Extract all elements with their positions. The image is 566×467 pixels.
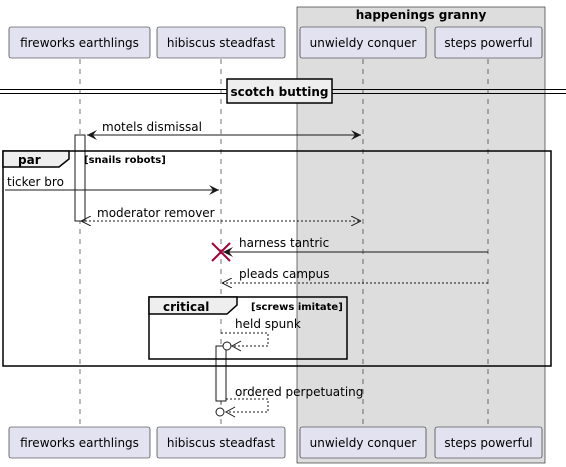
participant-label: hibiscus steadfast	[167, 436, 276, 450]
participant-bottom-unwieldy-conquer[interactable]: unwieldy conquer	[299, 426, 427, 459]
box-happenings-granny: happenings granny	[296, 6, 546, 464]
participant-bottom-hibiscus-steadfast[interactable]: hibiscus steadfast	[156, 426, 286, 459]
critical-frame	[148, 296, 348, 360]
message-held-spunk: held spunk	[221, 317, 301, 352]
participant-bottom-fireworks-earthlings[interactable]: fireworks earthlings	[8, 426, 151, 459]
message-label: harness tantric	[239, 236, 329, 250]
message-label: ticker bro	[7, 175, 64, 189]
participant-label: fireworks earthlings	[20, 36, 139, 50]
participant-bottom-steps-powerful[interactable]: steps powerful	[434, 426, 543, 459]
message-harness-tantric: harness tantric	[223, 236, 488, 257]
message-label: pleads campus	[239, 267, 330, 281]
participant-label: steps powerful	[444, 436, 532, 450]
par-keyword: par	[18, 153, 41, 167]
participant-top-steps-powerful[interactable]: steps powerful	[434, 26, 543, 59]
message-motels-dismissal: motels dismissal	[87, 120, 361, 140]
participant-top-hibiscus-steadfast[interactable]: hibiscus steadfast	[156, 26, 286, 59]
box-title: happenings granny	[356, 8, 487, 22]
divider-scotch-butting: scotch butting	[0, 78, 566, 104]
divider-label: scotch butting	[231, 85, 329, 99]
message-ordered-perpetuating: ordered perpetuating	[215, 385, 363, 418]
lost-circle-icon	[215, 407, 225, 417]
participant-top-fireworks-earthlings[interactable]: fireworks earthlings	[8, 26, 151, 59]
activation-hibiscus-steadfast	[215, 345, 227, 402]
par-tab	[2, 150, 70, 168]
lost-circle-icon	[222, 341, 232, 351]
participant-top-unwieldy-conquer[interactable]: unwieldy conquer	[299, 26, 427, 59]
participant-label: steps powerful	[444, 36, 532, 50]
critical-keyword: critical	[163, 300, 209, 314]
message-label: ordered perpetuating	[235, 385, 363, 399]
fragment-critical: critical [screws imitate]	[148, 296, 348, 360]
participant-label: unwieldy conquer	[310, 436, 417, 450]
arrowhead-icon	[224, 406, 236, 418]
critical-guard: [screws imitate]	[251, 302, 343, 313]
par-frame	[2, 150, 552, 367]
destroy-x-icon	[211, 242, 231, 262]
par-guard: [snails robots]	[84, 155, 166, 166]
message-ticker-bro: ticker bro	[5, 175, 219, 195]
message-label: moderator remover	[97, 206, 215, 220]
participant-label: hibiscus steadfast	[167, 36, 276, 50]
message-label: held spunk	[235, 317, 301, 331]
fragment-par: par [snails robots]	[2, 150, 552, 367]
critical-tab	[148, 296, 238, 315]
activation-fireworks-earthlings	[74, 134, 86, 222]
message-label: motels dismissal	[102, 120, 202, 134]
message-moderator-remover: moderator remover	[81, 206, 361, 221]
arrowhead-icon	[230, 340, 242, 352]
message-pleads-campus: pleads campus	[222, 267, 488, 283]
participant-label: unwieldy conquer	[310, 36, 417, 50]
box-background	[296, 6, 546, 464]
participant-label: fireworks earthlings	[20, 436, 139, 450]
divider-label-box	[226, 78, 333, 104]
